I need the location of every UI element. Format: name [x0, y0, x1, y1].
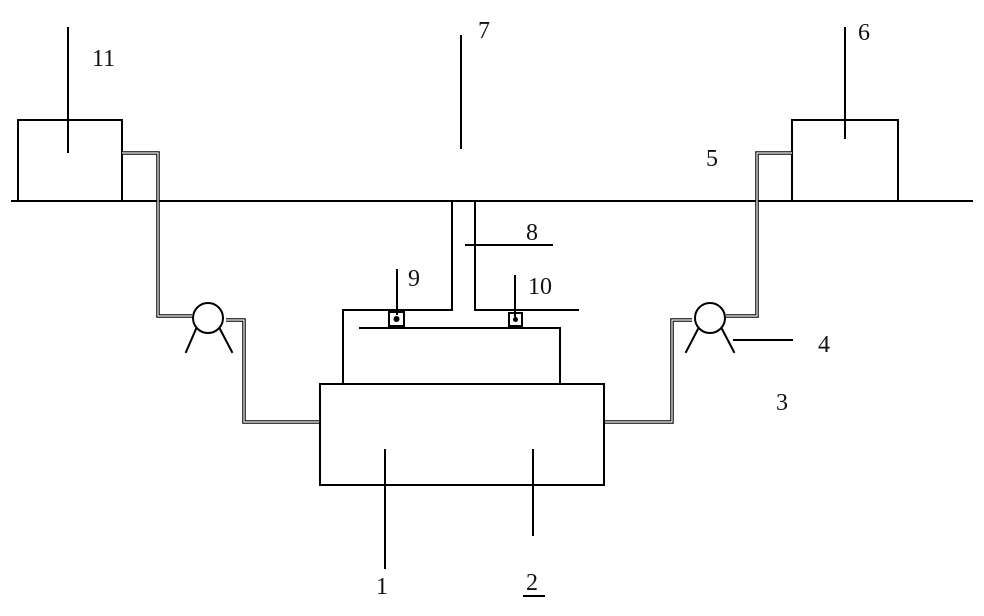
left-pump — [184, 302, 234, 354]
manifold — [342, 202, 579, 385]
label-10: 10 — [528, 274, 552, 300]
label-1: 1 — [376, 574, 388, 600]
right-pipe — [604, 151, 792, 424]
label-9: 9 — [408, 266, 420, 292]
valve-10 — [508, 312, 523, 327]
label-3: 3 — [776, 390, 788, 416]
label-2: 2 — [526, 570, 538, 596]
main-vessel — [319, 383, 605, 569]
label-6: 6 — [858, 20, 870, 46]
label-11: 11 — [92, 46, 115, 72]
label-5: 5 — [706, 146, 718, 172]
right-tank — [791, 27, 899, 202]
right-pump — [684, 302, 793, 354]
left-pipe — [122, 151, 320, 424]
valve-9 — [388, 311, 405, 327]
label-7: 7 — [478, 18, 490, 44]
left-tank — [17, 27, 123, 202]
label-8: 8 — [526, 220, 538, 246]
label-4: 4 — [818, 332, 830, 358]
